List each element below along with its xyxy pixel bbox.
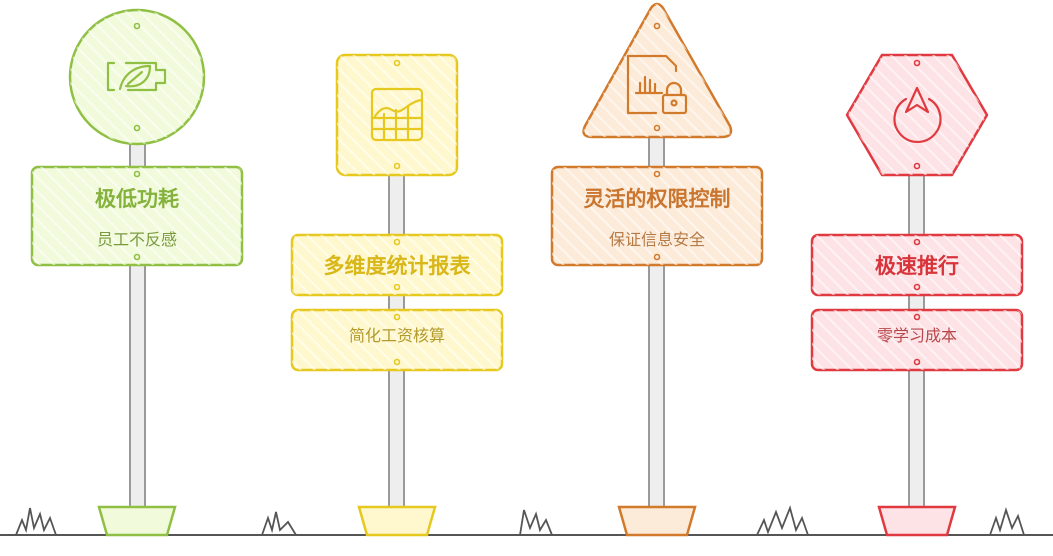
post-base — [877, 505, 957, 537]
post-base — [97, 505, 177, 537]
feature-title: 多维度统计报表 — [324, 254, 472, 278]
chart-table-icon — [370, 87, 424, 142]
grass-tufts — [15, 505, 1025, 536]
feature-subtitle: 保证信息安全 — [609, 230, 705, 249]
signpost-low-power: 极低功耗 员工不反感 — [30, 8, 244, 537]
locked-report-icon — [626, 54, 688, 115]
ground — [0, 505, 1053, 536]
navigation-power-icon — [893, 86, 942, 143]
feature-subtitle: 零学习成本 — [877, 326, 957, 345]
signpost-fast-rollout: 极速推行 零学习成本 — [810, 53, 1024, 537]
feature-title: 灵活的权限控制 — [584, 187, 731, 211]
feature-title: 极低功耗 — [95, 187, 179, 211]
post-base — [357, 505, 437, 537]
feature-subtitle: 员工不反感 — [97, 230, 177, 249]
feature-title: 极速推行 — [875, 254, 959, 278]
post-base — [617, 505, 697, 537]
eco-battery-icon — [106, 61, 167, 92]
feature-subtitle: 简化工资核算 — [349, 326, 445, 345]
signpost-statistics: 多维度统计报表 简化工资核算 — [290, 53, 504, 537]
signpost-permissions: 灵活的权限控制 保证信息安全 — [550, 2, 764, 537]
